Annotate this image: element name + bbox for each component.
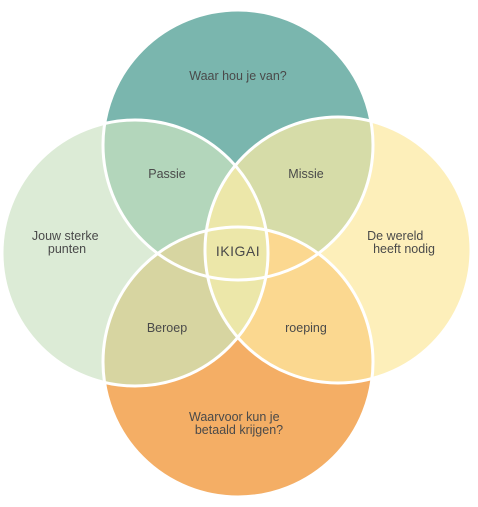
label-mission: Missie	[288, 167, 323, 181]
label-paid-for: Waarvoor kun je betaald krijgen?	[189, 410, 283, 437]
label-paid-for-line-2: betaald krijgen?	[195, 423, 283, 437]
label-good-at: Jouw sterke punten	[32, 229, 102, 256]
label-world-needs-line-2: heeft nodig	[373, 242, 435, 256]
circle-outlines	[0, 8, 473, 499]
label-good-at-line-1: Jouw sterke	[32, 229, 99, 243]
label-world-needs-line-1: De wereld	[367, 229, 423, 243]
label-passion: Passie	[148, 167, 186, 181]
label-love: Waar hou je van?	[189, 69, 287, 83]
label-profession: Beroep	[147, 321, 187, 335]
label-good-at-line-2: punten	[48, 242, 86, 256]
label-vocation: roeping	[285, 321, 327, 335]
label-paid-for-line-1: Waarvoor kun je	[189, 410, 280, 424]
label-world-needs: De wereld heeft nodig	[367, 229, 435, 256]
label-ikigai: IKIGAI	[216, 243, 260, 259]
